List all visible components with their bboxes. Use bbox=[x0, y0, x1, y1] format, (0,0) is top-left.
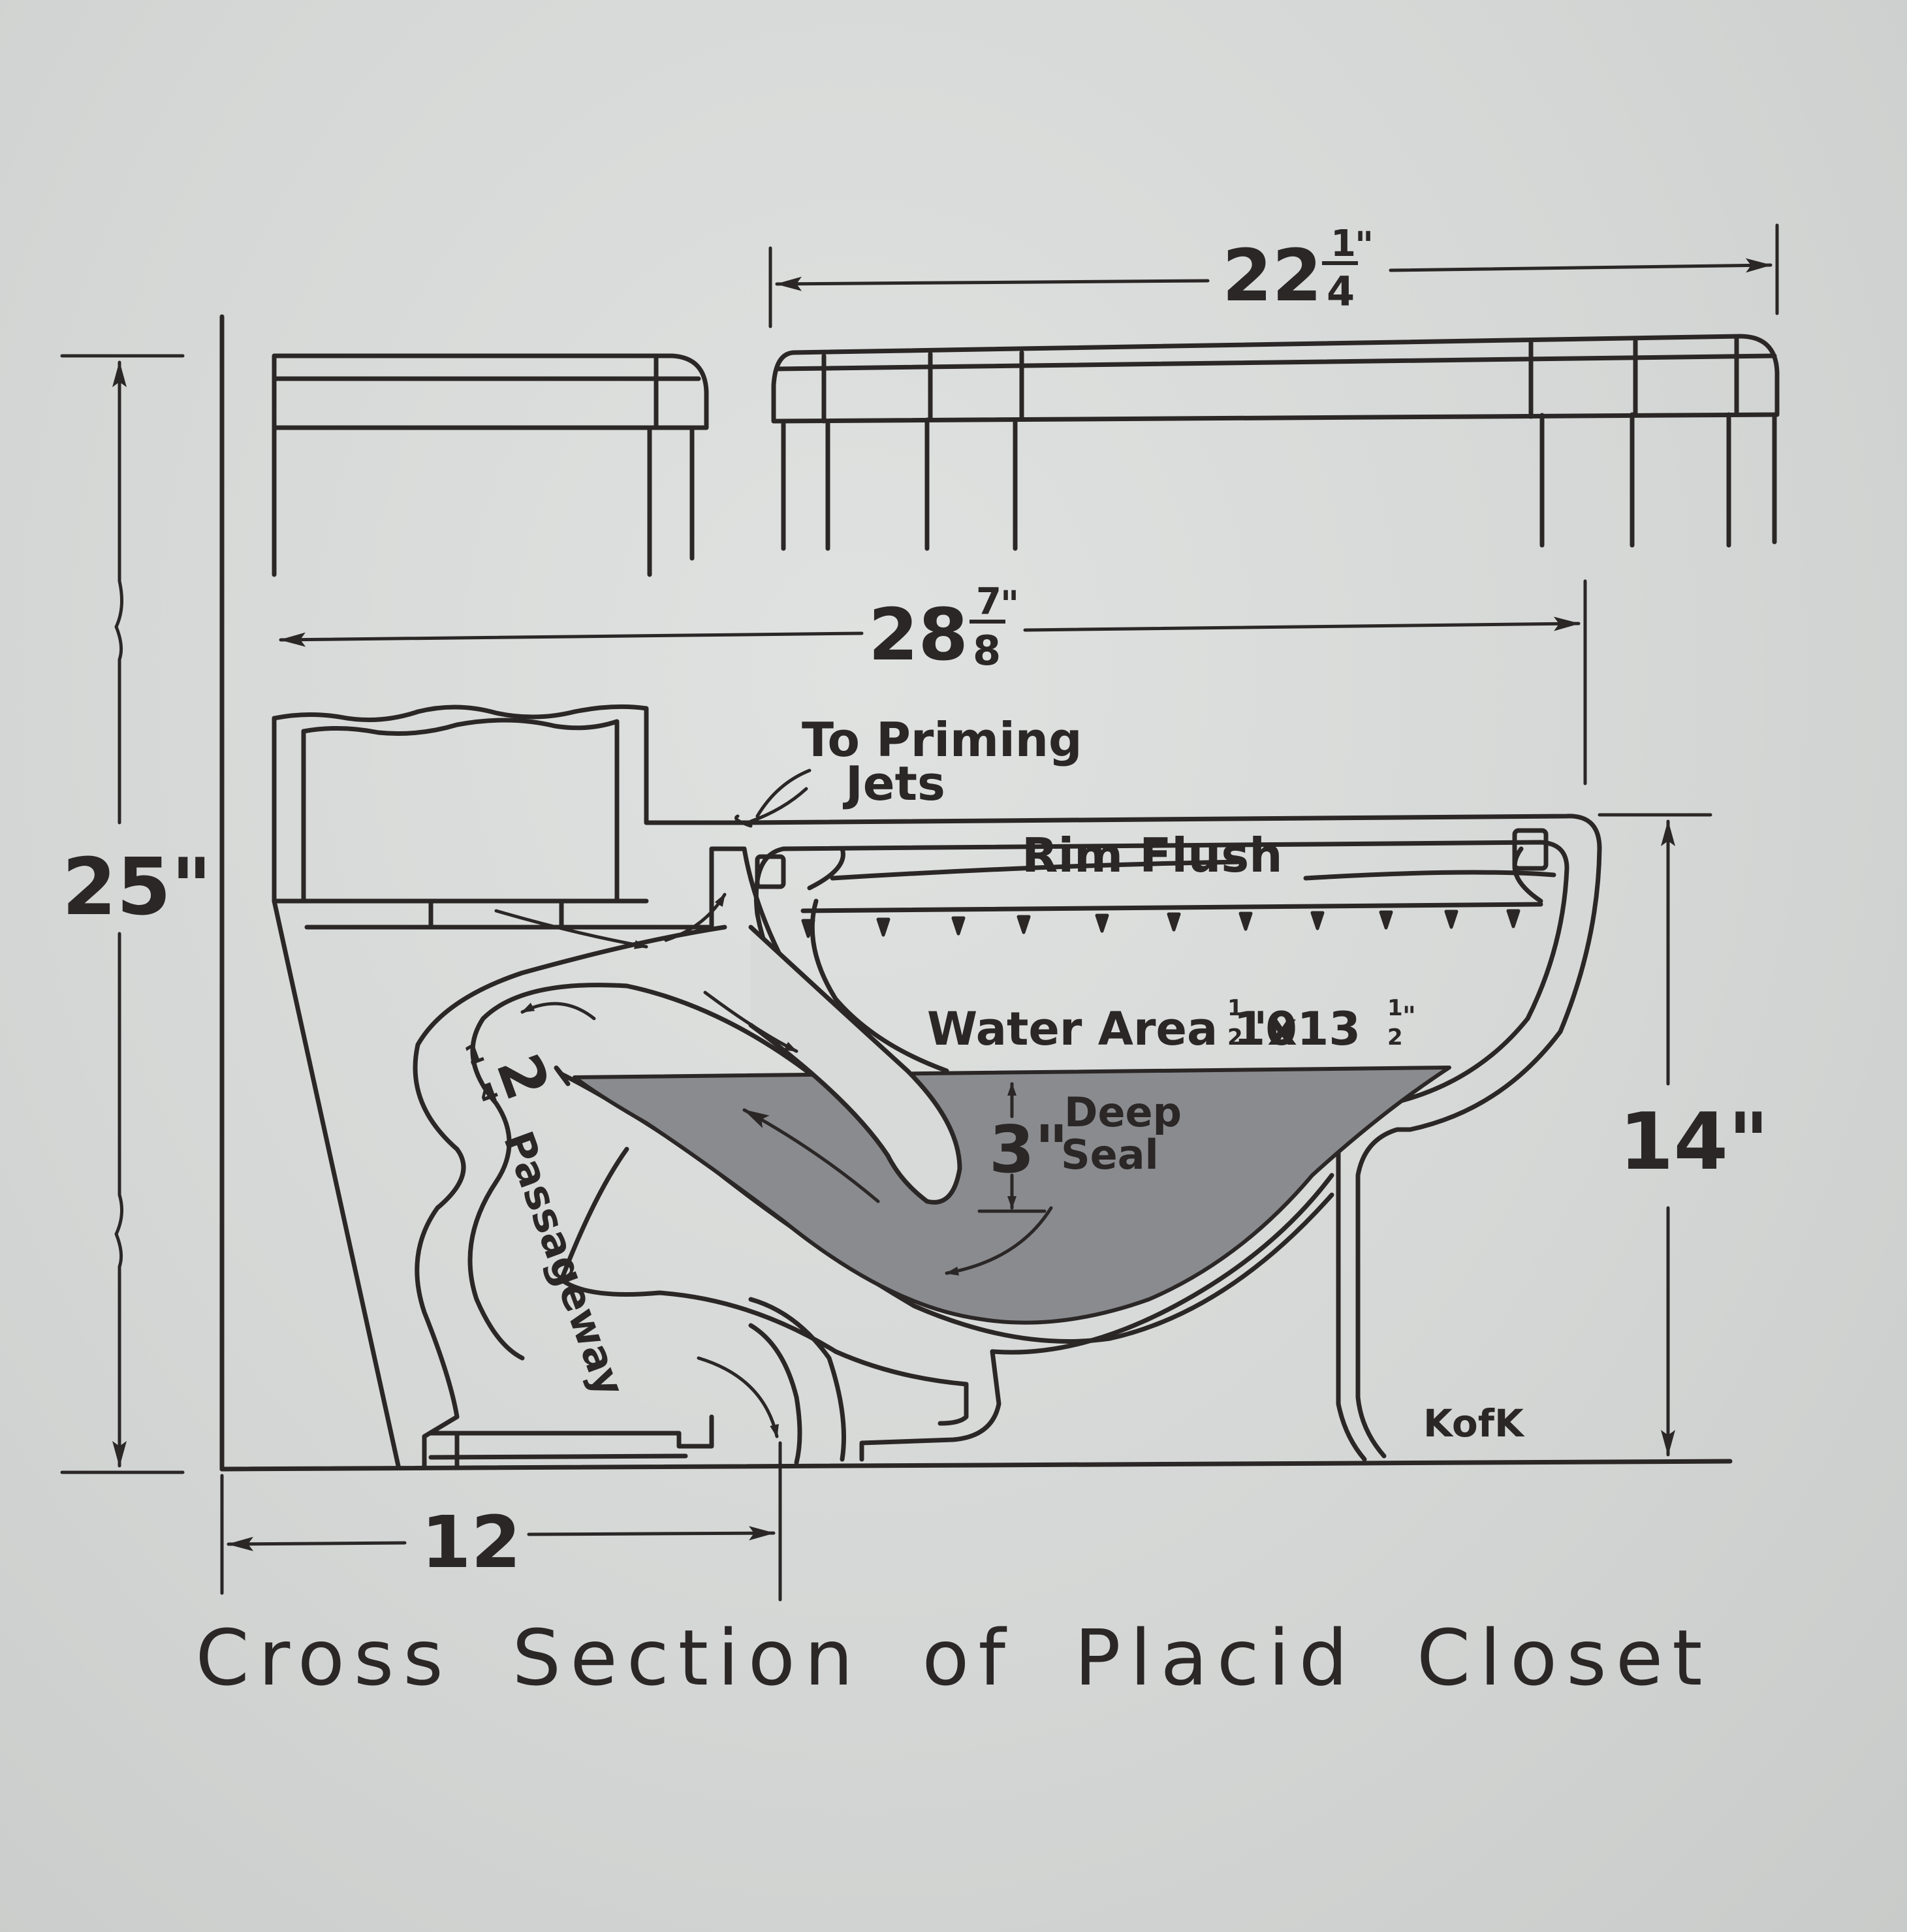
water-area-frac2-den: 2 bbox=[1387, 1024, 1403, 1051]
passage-num: 1 bbox=[461, 1037, 488, 1072]
label-seal: Seal bbox=[1061, 1131, 1159, 1179]
floor-line bbox=[219, 1459, 1733, 1472]
water-area-frac1-den: 2 bbox=[1227, 1024, 1243, 1051]
dim-28-num: 7 bbox=[976, 580, 1001, 623]
dim-28-whole: 28 bbox=[868, 593, 968, 676]
label-water-area: Water Area 10 1 2 "x13 1 2 " bbox=[927, 995, 1416, 1056]
dim-25-height: 25" bbox=[62, 842, 212, 933]
dim-22-num: 1 bbox=[1331, 223, 1356, 265]
water-area-prefix: Water Area 10 bbox=[927, 1002, 1297, 1056]
water-area-frac2-num: 1 bbox=[1387, 995, 1403, 1021]
label-seal-depth: 3" bbox=[989, 1111, 1069, 1188]
label-to-priming: To Priming bbox=[802, 712, 1082, 767]
dim-22-den: 4 bbox=[1327, 268, 1355, 315]
water-area-suffix: " bbox=[1402, 1002, 1416, 1032]
tank-side-view bbox=[272, 353, 709, 577]
dim-14-height: 14" bbox=[1619, 1097, 1769, 1188]
tank-front-view bbox=[771, 334, 1780, 551]
dim-22-mark: " bbox=[1355, 225, 1374, 267]
flow-arrows bbox=[494, 787, 1053, 1438]
dim-28-seveneighths: 28 7 8 " bbox=[868, 580, 1019, 676]
water-area-frac1-num: 1 bbox=[1227, 995, 1243, 1021]
dimension-lines bbox=[60, 223, 1779, 1602]
label-jets: Jets bbox=[842, 756, 945, 811]
label-deep: Deep bbox=[1064, 1088, 1182, 1136]
figure-caption: Cross Section of Placid Closet bbox=[195, 1613, 1712, 1703]
water-area-mid: "x13 bbox=[1244, 1002, 1361, 1056]
maker-mark: KofK bbox=[1423, 1401, 1525, 1446]
dim-28-mark: " bbox=[1000, 584, 1019, 626]
dim-22-whole: 22 bbox=[1222, 234, 1322, 317]
dim-22-quarter: 22 1 4 " bbox=[1222, 223, 1374, 317]
dim-12-rough-in: 12 bbox=[421, 1500, 521, 1584]
label-rim-flush: Rim Flush bbox=[1022, 828, 1282, 883]
tank-cross-section bbox=[272, 704, 747, 1468]
rim-jets bbox=[801, 903, 1522, 938]
dim-28-den: 8 bbox=[973, 627, 1001, 674]
